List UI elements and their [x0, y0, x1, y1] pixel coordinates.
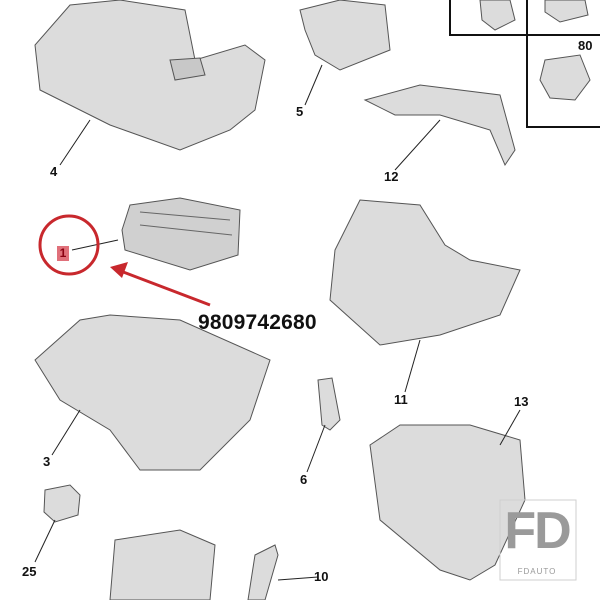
part-1-fuse-box	[121, 197, 241, 271]
part-25-relay	[43, 484, 81, 523]
callout-12: 12	[384, 169, 399, 184]
part-6-clip	[317, 377, 341, 431]
part-13-box	[369, 424, 526, 581]
watermark-text: FDAUTO	[517, 567, 557, 576]
part-4-cover	[34, 0, 266, 151]
callout-25: 25	[22, 564, 37, 579]
highlight-circle	[38, 214, 100, 276]
callout-1: 1	[57, 246, 69, 261]
callout-10: 10	[314, 569, 329, 584]
callout-5: 5	[296, 104, 304, 119]
callout-3: 3	[43, 454, 51, 469]
fastener-80	[539, 54, 591, 101]
part-5-relay	[299, 0, 391, 71]
fastener-b	[544, 0, 589, 23]
watermark-logo: FD FDAUTO	[497, 497, 577, 583]
callout-6: 6	[300, 472, 308, 487]
part-12-bracket	[363, 84, 516, 167]
callout-80: 80	[578, 38, 593, 53]
highlight-arrow	[117, 268, 211, 307]
callout-11: 11	[394, 392, 408, 407]
part-11-carrier	[329, 199, 521, 346]
part-number: 9809742680	[198, 311, 317, 334]
part-connector	[109, 529, 216, 600]
fastener-a	[479, 0, 516, 31]
part-10-clip	[247, 544, 279, 600]
callout-13: 13	[514, 394, 529, 409]
part-3-tray	[34, 314, 271, 471]
watermark-mark: FD	[504, 502, 571, 560]
callout-4: 4	[50, 164, 58, 179]
